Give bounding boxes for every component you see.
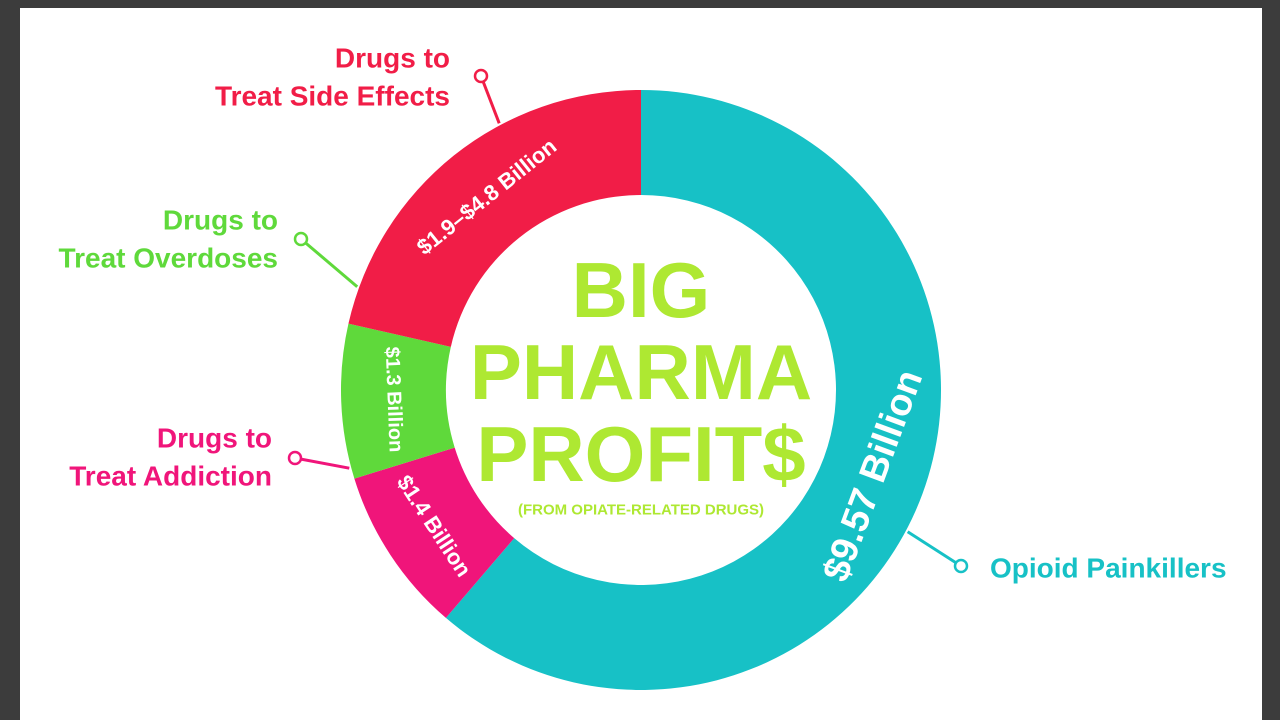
callout-line-addiction — [294, 456, 350, 470]
callout-label-side_effects-1: Treat Side Effects — [215, 81, 450, 112]
slice-2 — [341, 323, 455, 479]
callout-label-addiction-1: Treat Addiction — [69, 461, 272, 492]
callout-dot-overdoses — [293, 231, 309, 247]
callout-line-side_effects — [479, 75, 501, 124]
center-title-line-3: PROFIT$ — [476, 410, 805, 498]
donut-chart: $9.57 Billion$1.4 Billion$1.3 Billion$1.… — [59, 43, 1227, 690]
center-title-group: BIG PHARMA PROFIT$ (FROM OPIATE-RELATED … — [470, 246, 812, 519]
slice-group — [341, 90, 941, 690]
callout-label-addiction-0: Drugs to — [157, 423, 272, 454]
callout-label-overdoses-1: Treat Overdoses — [59, 243, 278, 274]
center-subtitle: (FROM OPIATE-RELATED DRUGS) — [518, 502, 764, 519]
callout-dot-addiction — [287, 450, 303, 466]
callout-line-overdoses — [300, 237, 359, 288]
center-title-line-2: PHARMA — [470, 328, 812, 416]
callout-dot-side_effects — [473, 68, 489, 84]
callout-dot-painkillers — [953, 558, 969, 574]
callout-label-painkillers-0: Opioid Painkillers — [990, 553, 1227, 584]
callout-label-side_effects-0: Drugs to — [335, 43, 450, 74]
callout-label-overdoses-0: Drugs to — [163, 205, 278, 236]
slice-0 — [445, 90, 941, 690]
slice-label-2: $1.3 Billion — [381, 346, 407, 452]
callout-group: Opioid Painkillers Drugs to Treat Addictio… — [59, 43, 1227, 584]
callout-line-painkillers — [906, 530, 962, 568]
chart-panel: $9.57 Billion$1.4 Billion$1.3 Billion$1.… — [20, 8, 1262, 720]
slice-3 — [348, 90, 641, 347]
slice-1 — [354, 447, 515, 618]
center-title-line-1: BIG — [572, 246, 711, 334]
